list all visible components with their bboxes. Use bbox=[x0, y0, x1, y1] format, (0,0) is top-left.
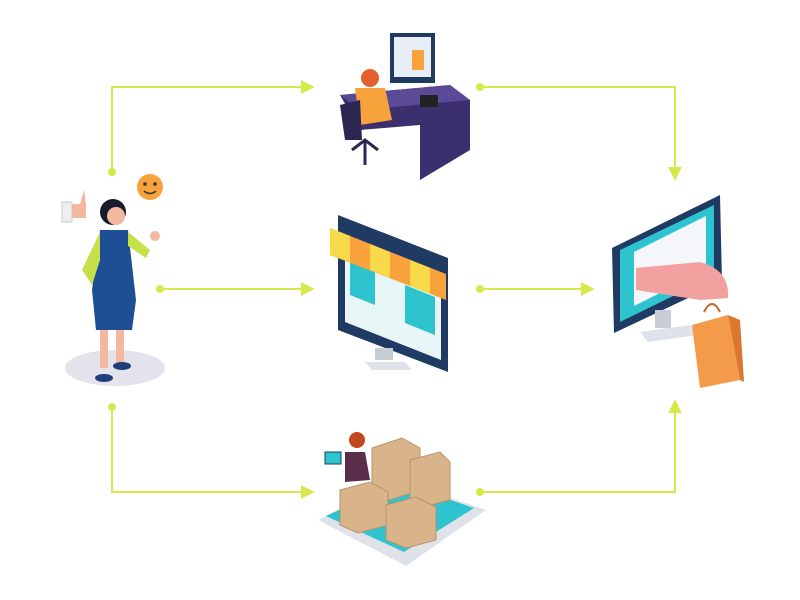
shopping-bag-icon bbox=[692, 303, 744, 388]
thumbs-up-icon bbox=[61, 190, 86, 223]
connector-customer-to-warehouse bbox=[111, 407, 315, 499]
warehouse-tablet bbox=[318, 432, 486, 566]
smiley-icon bbox=[137, 174, 163, 200]
customer-figure bbox=[65, 199, 165, 386]
connector-warehouse-to-purchase bbox=[480, 399, 682, 493]
connector-designer-to-purchase bbox=[480, 86, 682, 181]
purchase-monitor bbox=[612, 195, 729, 342]
designer-desk bbox=[340, 33, 470, 180]
connector-customer-to-designer bbox=[111, 80, 315, 172]
online-store-monitor bbox=[330, 215, 448, 372]
connectors bbox=[111, 80, 682, 499]
connector-dots bbox=[108, 83, 484, 496]
